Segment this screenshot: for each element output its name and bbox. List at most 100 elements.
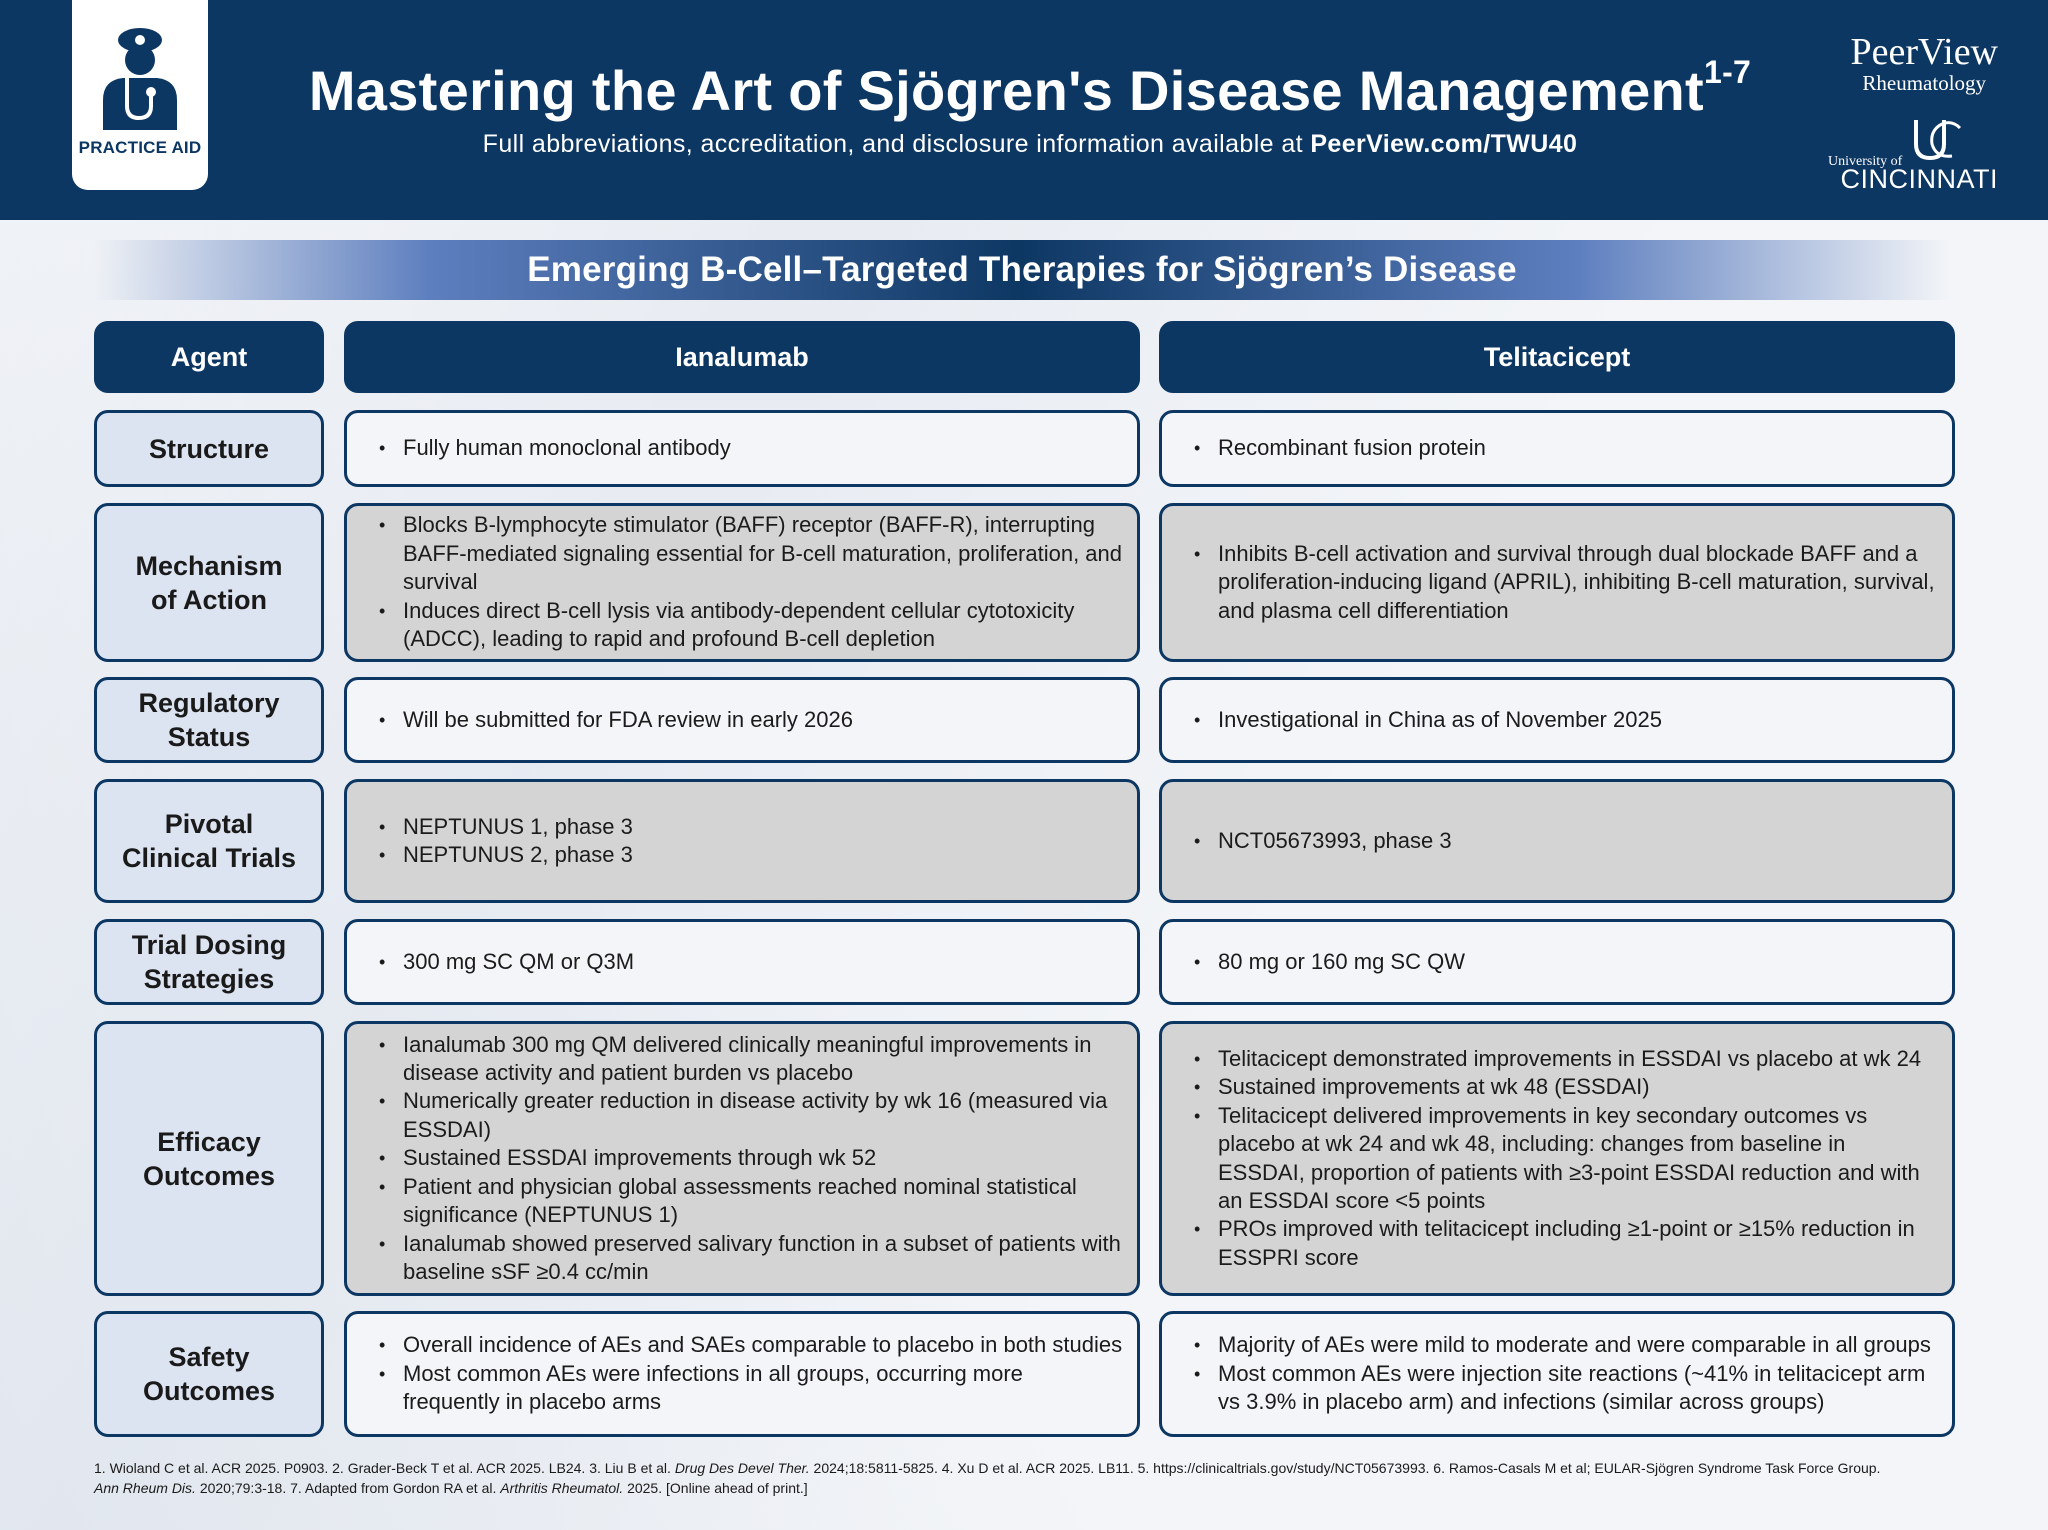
rheumatology-wordmark: Rheumatology — [1862, 71, 1987, 95]
list-item: Ianalumab showed preserved salivary func… — [379, 1230, 1123, 1287]
bullet-list: NEPTUNUS 1, phase 3 NEPTUNUS 2, phase 3 — [347, 813, 1137, 870]
bullet-list: Recombinant fusion protein — [1162, 434, 1952, 463]
list-item: Sustained ESSDAI improvements through wk… — [379, 1144, 1123, 1173]
header: PRACTICE AID Mastering the Art of Sjögre… — [0, 0, 2048, 220]
cell-ianalumab-mechanism: Blocks B-lymphocyte stimulator (BAFF) re… — [344, 503, 1140, 662]
bullet-list: Ianalumab 300 mg QM delivered clinically… — [347, 1031, 1137, 1287]
list-item: Majority of AEs were mild to moderate an… — [1194, 1331, 1938, 1360]
list-item: Telitacicept delivered improvements in k… — [1194, 1102, 1938, 1216]
bullet-list: NCT05673993, phase 3 — [1162, 827, 1952, 856]
list-item: Will be submitted for FDA review in earl… — [379, 706, 1123, 735]
bullet-list: Majority of AEs were mild to moderate an… — [1162, 1331, 1952, 1416]
header-telitacicept: Telitacicept — [1159, 321, 1955, 393]
list-item: Induces direct B-cell lysis via antibody… — [379, 597, 1123, 654]
cell-telitacicept-safety: Majority of AEs were mild to moderate an… — [1159, 1311, 1955, 1437]
title-text: Mastering the Art of Sjögren's Disease M… — [308, 59, 1704, 122]
list-item: Patient and physician global assessments… — [379, 1173, 1123, 1230]
badge-label: PRACTICE AID — [78, 138, 202, 157]
list-item: Blocks B-lymphocyte stimulator (BAFF) re… — [379, 511, 1123, 596]
list-item: Overall incidence of AEs and SAEs compar… — [379, 1331, 1123, 1360]
bullet-list: 80 mg or 160 mg SC QW — [1162, 948, 1952, 977]
cincinnati-text: CINCINNATI — [1840, 164, 1998, 194]
ref-text: 2020;79:3-18. 7. Adapted from Gordon RA … — [195, 1480, 501, 1496]
list-item: NEPTUNUS 2, phase 3 — [379, 841, 1123, 870]
references-line-2: Ann Rheum Dis. 2020;79:3-18. 7. Adapted … — [94, 1478, 1974, 1498]
row-label-dosing: Trial Dosing Strategies — [94, 919, 324, 1005]
list-item: Inhibits B-cell activation and survival … — [1194, 540, 1938, 625]
row-label-regulatory: Regulatory Status — [94, 677, 324, 763]
cell-ianalumab-regulatory: Will be submitted for FDA review in earl… — [344, 677, 1140, 763]
header-telitacicept-label: Telitacicept — [1483, 341, 1631, 372]
university-of-text: University of — [1828, 154, 1903, 169]
list-item: Most common AEs were injection site reac… — [1194, 1360, 1938, 1417]
list-item: Fully human monoclonal antibody — [379, 434, 1123, 463]
ref-text: 2025. [Online ahead of print.] — [623, 1480, 808, 1496]
list-item: PROs improved with telitacicept includin… — [1194, 1215, 1938, 1272]
list-item: Investigational in China as of November … — [1194, 706, 1938, 735]
list-item: NCT05673993, phase 3 — [1194, 827, 1938, 856]
peerview-wordmark: PeerView — [1850, 31, 1998, 73]
bullet-list: Fully human monoclonal antibody — [347, 434, 1137, 463]
cell-ianalumab-efficacy: Ianalumab 300 mg QM delivered clinically… — [344, 1021, 1140, 1296]
cell-ianalumab-pivotal: NEPTUNUS 1, phase 3 NEPTUNUS 2, phase 3 — [344, 779, 1140, 903]
title-superscript: 1-7 — [1704, 54, 1752, 90]
list-item: Most common AEs were infections in all g… — [379, 1360, 1123, 1417]
row-label-text: Pivotal Clinical Trials — [121, 809, 297, 873]
cell-telitacicept-structure: Recombinant fusion protein — [1159, 410, 1955, 487]
row-label-text: Trial Dosing Strategies — [131, 930, 287, 994]
list-item: NEPTUNUS 1, phase 3 — [379, 813, 1123, 842]
cell-telitacicept-pivotal: NCT05673993, phase 3 — [1159, 779, 1955, 903]
doctor-stethoscope-icon — [103, 28, 177, 130]
cell-telitacicept-mechanism: Inhibits B-cell activation and survival … — [1159, 503, 1955, 662]
cincinnati-logo: University of CINCINNATI — [1828, 118, 1998, 198]
cell-ianalumab-structure: Fully human monoclonal antibody — [344, 410, 1140, 487]
row-label-text: Safety Outcomes — [142, 1342, 276, 1406]
row-label-mechanism: Mechanism of Action — [94, 503, 324, 662]
list-item: 80 mg or 160 mg SC QW — [1194, 948, 1938, 977]
header-agent: Agent — [94, 321, 324, 393]
header-ianalumab: Ianalumab — [344, 321, 1140, 393]
list-item: Numerically greater reduction in disease… — [379, 1087, 1123, 1144]
row-label-safety: Safety Outcomes — [94, 1311, 324, 1437]
list-item: 300 mg SC QM or Q3M — [379, 948, 1123, 977]
subtitle-text: Full abbreviations, accreditation, and d… — [482, 130, 1311, 158]
bullet-list: Will be submitted for FDA review in earl… — [347, 706, 1137, 735]
bullet-list: Telitacicept demonstrated improvements i… — [1162, 1045, 1952, 1272]
uc-logo-icon — [1914, 120, 1962, 161]
row-label-text: Structure — [148, 433, 270, 464]
subtitle-link[interactable]: PeerView.com/TWU40 — [1310, 130, 1578, 158]
cell-telitacicept-regulatory: Investigational in China as of November … — [1159, 677, 1955, 763]
list-item: Sustained improvements at wk 48 (ESSDAI) — [1194, 1073, 1938, 1102]
banner-title: Emerging B-Cell–Targeted Therapies for S… — [527, 250, 1517, 289]
bullet-list: 300 mg SC QM or Q3M — [347, 948, 1137, 977]
cell-ianalumab-safety: Overall incidence of AEs and SAEs compar… — [344, 1311, 1140, 1437]
ref-journal: Arthritis Rheumatol. — [500, 1480, 624, 1496]
row-label-efficacy: Efficacy Outcomes — [94, 1021, 324, 1296]
row-label-pivotal: Pivotal Clinical Trials — [94, 779, 324, 903]
ref-journal: Ann Rheum Dis. — [94, 1480, 196, 1496]
list-item: Ianalumab 300 mg QM delivered clinically… — [379, 1031, 1123, 1088]
references-line-1: 1. Wioland C et al. ACR 2025. P0903. 2. … — [94, 1458, 1974, 1478]
row-label-text: Efficacy Outcomes — [142, 1126, 276, 1191]
bullet-list: Inhibits B-cell activation and survival … — [1162, 540, 1952, 625]
peerview-logo: PeerView Rheumatology — [1850, 32, 1998, 94]
header-agent-label: Agent — [170, 341, 248, 372]
header-ianalumab-label: Ianalumab — [675, 341, 809, 372]
row-label-text: Mechanism of Action — [135, 550, 283, 615]
list-item: Recombinant fusion protein — [1194, 434, 1938, 463]
ref-text: 2024;18:5811-5825. 4. Xu D et al. ACR 20… — [809, 1460, 1881, 1476]
cell-ianalumab-dosing: 300 mg SC QM or Q3M — [344, 919, 1140, 1005]
bullet-list: Investigational in China as of November … — [1162, 706, 1952, 735]
page-subtitle: Full abbreviations, accreditation, and d… — [280, 130, 1780, 159]
cell-telitacicept-dosing: 80 mg or 160 mg SC QW — [1159, 919, 1955, 1005]
list-item: Telitacicept demonstrated improvements i… — [1194, 1045, 1938, 1074]
row-label-structure: Structure — [94, 410, 324, 487]
practice-aid-badge: PRACTICE AID — [72, 0, 208, 190]
ref-journal: Drug Des Devel Ther. — [674, 1460, 810, 1476]
row-label-text: Regulatory Status — [138, 688, 280, 752]
ref-text: 1. Wioland C et al. ACR 2025. P0903. 2. … — [94, 1460, 675, 1476]
page-title: Mastering the Art of Sjögren's Disease M… — [280, 54, 1780, 123]
bullet-list: Overall incidence of AEs and SAEs compar… — [347, 1331, 1137, 1416]
references-footer: 1. Wioland C et al. ACR 2025. P0903. 2. … — [94, 1458, 1974, 1498]
bullet-list: Blocks B-lymphocyte stimulator (BAFF) re… — [347, 511, 1137, 653]
